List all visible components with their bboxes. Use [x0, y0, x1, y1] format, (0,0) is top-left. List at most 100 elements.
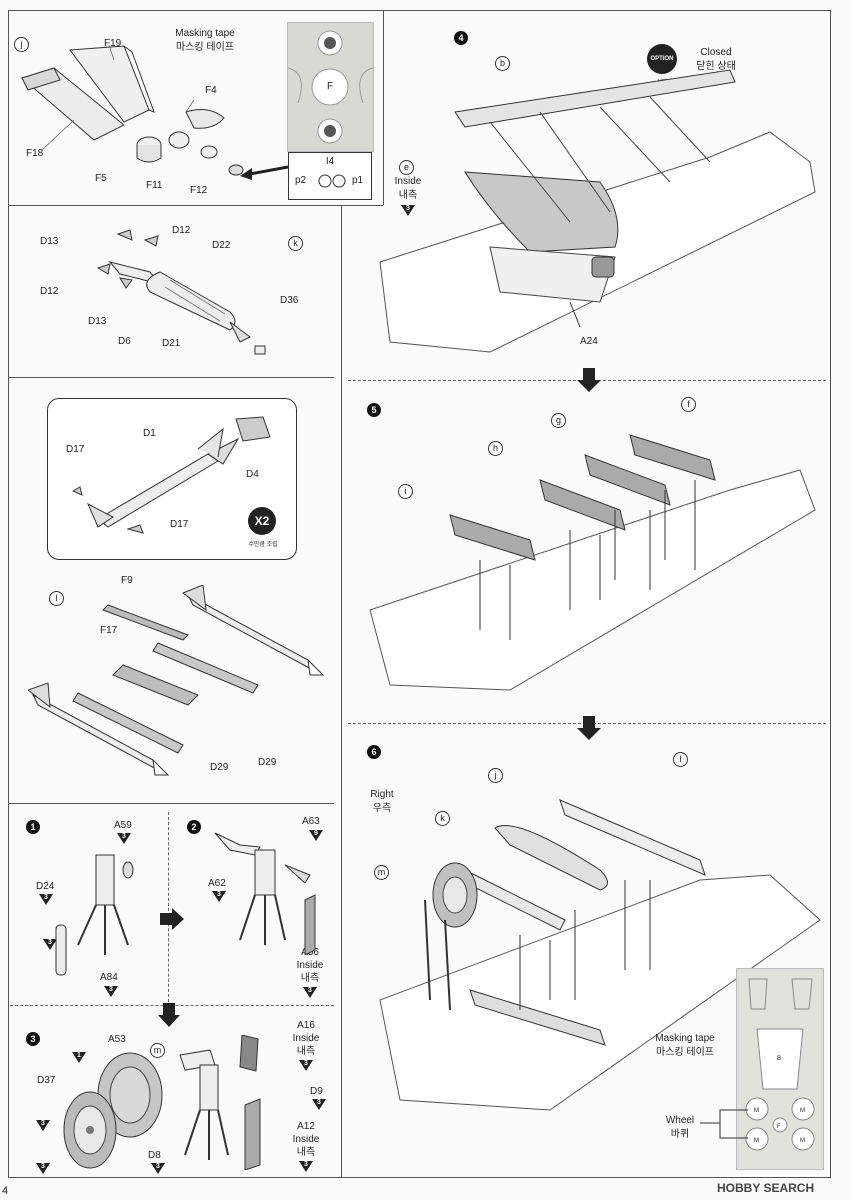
weapon-pylons-drawing	[369, 434, 816, 691]
frame-left-line	[8, 10, 9, 1178]
masking-tape-label: Masking tape	[655, 1033, 715, 1044]
main-wheel-drawing	[63, 1052, 163, 1169]
step-6-j-label: j	[488, 768, 503, 783]
masking-tape-label: Masking tape	[175, 28, 235, 39]
x2-badge: X2	[248, 507, 276, 535]
paint-code: 3	[299, 1161, 313, 1172]
final-assembly-drawing	[379, 799, 821, 1111]
mask-detail-title: I4	[325, 156, 335, 167]
part-label: D9	[310, 1086, 323, 1097]
step-j-bottom-line	[8, 205, 383, 206]
intake-duct-drawing	[20, 44, 244, 176]
paint-code: 3	[151, 1163, 165, 1174]
paint-code: 3	[36, 1120, 50, 1131]
frame-bottom-line	[8, 1177, 830, 1178]
step-l-head: l	[49, 591, 64, 606]
step-6-k-label: k	[435, 811, 450, 826]
landing-gear-strut-drawing	[179, 1035, 261, 1170]
inside-label-ko: 내측	[296, 1147, 316, 1158]
mask-letter: M	[754, 1138, 759, 1144]
step-5-i-label: i	[398, 484, 413, 499]
part-label: D21	[162, 338, 181, 349]
step-6-head: 6	[367, 745, 381, 759]
step-j-head: j	[14, 37, 29, 52]
mask-letter: M	[754, 1108, 759, 1114]
part-label: A59	[114, 820, 132, 831]
right-side-label: Right	[370, 789, 394, 800]
paint-code: 3	[43, 939, 57, 950]
part-label: D4	[246, 469, 259, 480]
paint-code: 3	[312, 1099, 326, 1110]
paint-code: 9	[309, 830, 323, 841]
part-label: D29	[210, 762, 229, 773]
option-badge: OPTION	[647, 44, 677, 74]
page-number: 4	[2, 1185, 9, 1197]
step-4-e-label: e	[399, 160, 414, 175]
paint-code: 3	[299, 1060, 313, 1071]
part-label: D12	[40, 286, 59, 297]
wheel-label: Wheel	[665, 1115, 695, 1126]
inside-label: Inside	[292, 1033, 320, 1044]
step-4-head: 4	[454, 31, 468, 45]
next-step-arrow	[158, 1003, 180, 1027]
part-label: A12	[297, 1121, 315, 1132]
fuselage-underside-drawing	[379, 69, 816, 353]
launcher-rail-drawing	[28, 585, 325, 776]
part-label: F17	[100, 625, 118, 636]
mask-center-label: F	[326, 81, 334, 92]
part-label: A53	[108, 1034, 126, 1045]
next-step-arrow	[160, 908, 184, 930]
mask-letter: M	[800, 1138, 805, 1144]
step-5-f-label: f	[681, 397, 696, 412]
step-5-g-label: g	[551, 413, 566, 428]
mask-letter: F	[777, 1124, 781, 1130]
part-label: D29	[258, 757, 277, 768]
part-label: A16	[297, 1020, 315, 1031]
masking-sheet: B M F M M M	[736, 968, 824, 1170]
paint-code: 3	[117, 833, 131, 844]
next-step-arrow	[577, 716, 601, 740]
right-side-label-ko: 우측	[372, 803, 392, 814]
masking-sheet: F	[287, 22, 374, 152]
part-label: D12	[172, 225, 191, 236]
step-5-h-label: h	[488, 441, 503, 456]
missile-detail-box: D1 D17 D4 D17 X2 수만큼 조립	[47, 398, 297, 560]
part-label: F11	[146, 180, 163, 191]
frame-top-line	[8, 10, 830, 11]
step-k-head: k	[288, 236, 303, 251]
mask-p2-label: p2	[295, 175, 307, 186]
frame-right-line	[830, 10, 831, 1178]
part-label: D22	[212, 240, 231, 251]
column-divider-top	[383, 10, 384, 205]
next-step-arrow	[577, 368, 601, 392]
step-l-bottom-line	[8, 803, 334, 804]
wheel-label-ko: 바퀴	[670, 1129, 690, 1140]
step-5-head: 5	[367, 403, 381, 417]
part-label: F5	[95, 173, 107, 184]
part-label: A63	[302, 816, 320, 827]
part-label: D37	[37, 1075, 56, 1086]
x2-caption: 수만큼 조립	[248, 542, 278, 548]
landing-gear-strut-drawing	[214, 832, 316, 955]
part-label: D8	[148, 1150, 161, 1161]
mask-letter: M	[800, 1108, 805, 1114]
paint-code: 3	[303, 987, 317, 998]
inside-label: Inside	[296, 960, 324, 971]
step-1-head: 1	[26, 820, 40, 834]
masking-tape-label-ko: 마스킹 테이프	[176, 42, 234, 53]
part-label: F18	[26, 148, 44, 159]
mask-detail-box: I4 p2 p1	[288, 152, 372, 200]
part-label: F9	[121, 575, 133, 586]
paint-code: 3	[39, 894, 53, 905]
landing-gear-strut-drawing	[55, 854, 134, 976]
step-6-l-label: l	[673, 752, 688, 767]
part-label: F12	[190, 185, 208, 196]
paint-code: 1	[72, 1052, 86, 1063]
step-3-head: 3	[26, 1032, 40, 1046]
paint-code: 3	[36, 1163, 50, 1174]
step-4-b-label: b	[495, 56, 510, 71]
part-label: D17	[170, 519, 189, 530]
masking-tape-label-ko: 마스킹 테이프	[656, 1047, 714, 1058]
closed-label-ko: 닫힌 상태	[696, 61, 736, 72]
mask-letter: B	[777, 1056, 782, 1062]
